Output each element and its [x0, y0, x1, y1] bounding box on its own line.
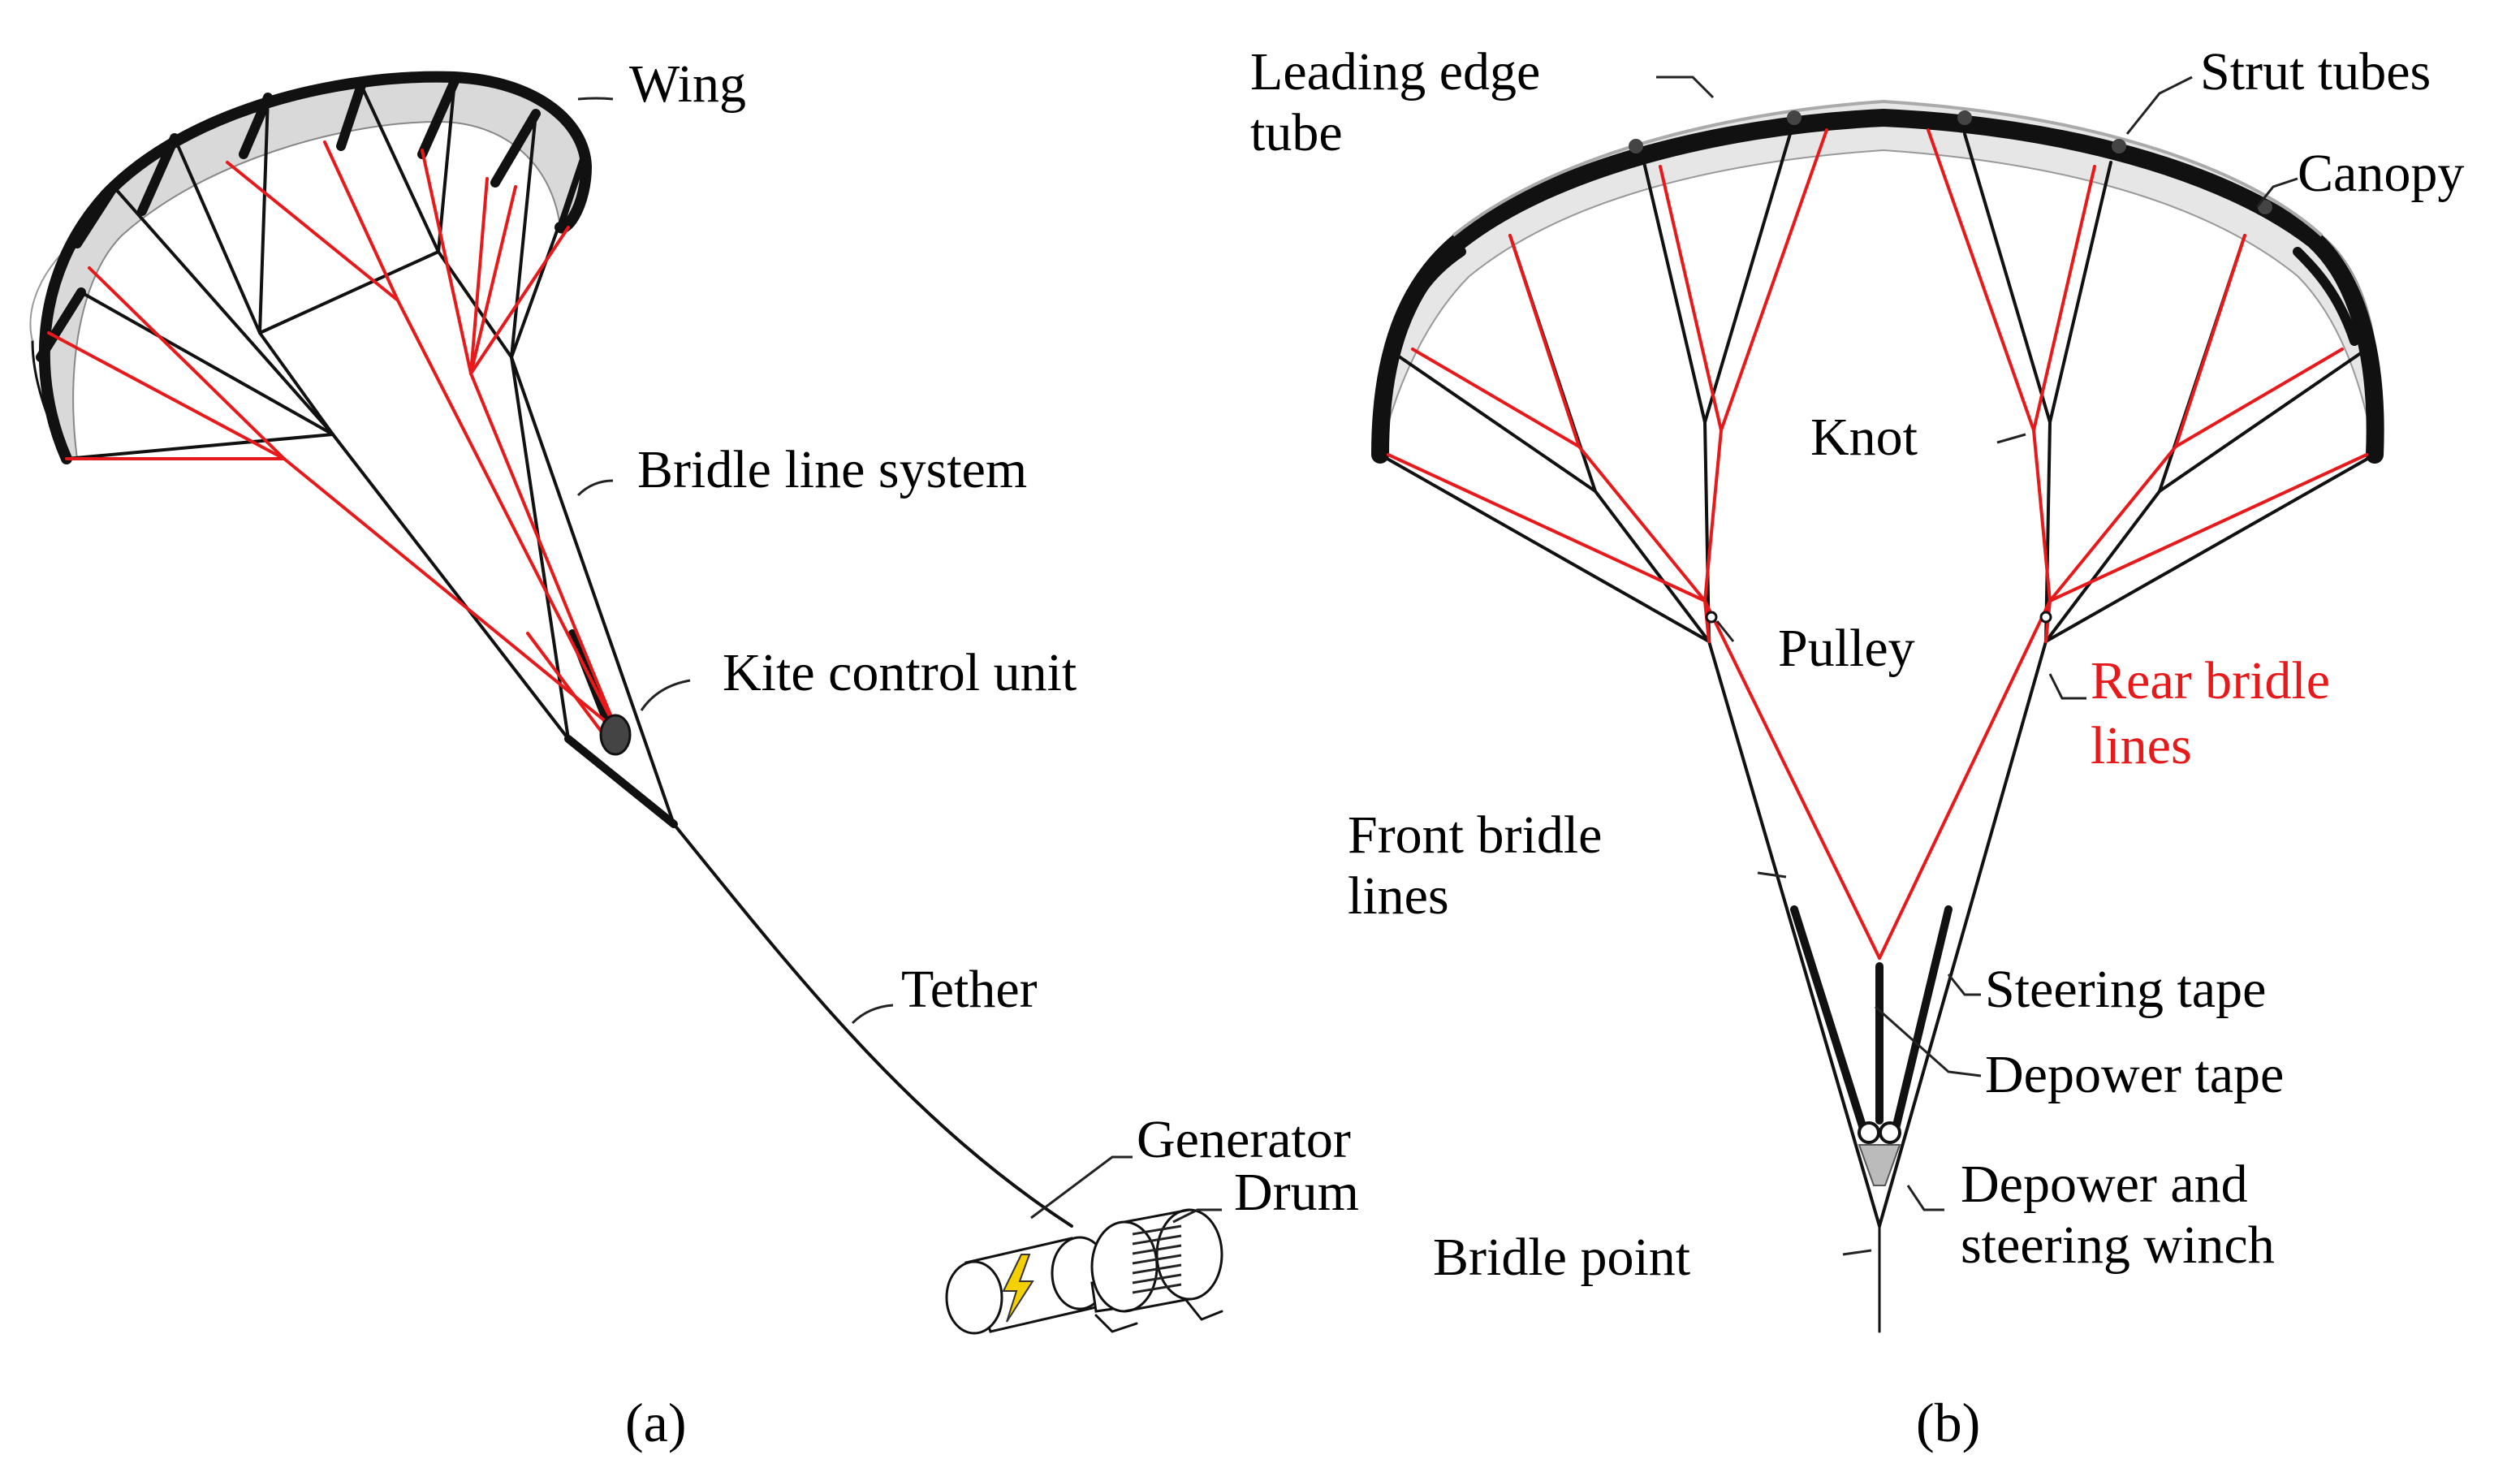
caption-a: (a): [625, 1392, 686, 1453]
label-kite-control-unit: Kite control unit: [723, 643, 1077, 702]
label-wing: Wing: [629, 54, 746, 114]
depower-steering-winch: [1858, 1121, 1901, 1186]
label-rear-bridle-lines-1: Rear bridle: [2091, 651, 2330, 710]
label-front-bridle-lines-2: lines: [1348, 866, 1449, 926]
generator: [945, 1236, 1109, 1335]
caption-b: (b): [1916, 1392, 1980, 1453]
label-rear-bridle-lines-2: lines: [2091, 716, 2192, 775]
label-leading-edge-tube-1: Leading edge: [1250, 42, 1540, 101]
panel-a: Wing Bridle line system Kite control uni…: [29, 54, 1359, 1453]
label-depower-winch-1: Depower and: [1961, 1155, 2248, 1214]
wing-b: [1371, 99, 2384, 464]
steering-tape-left: [1790, 905, 1867, 1133]
label-drum: Drum: [1234, 1163, 1359, 1222]
label-canopy: Canopy: [2298, 144, 2464, 203]
label-front-bridle-lines-1: Front bridle: [1348, 805, 1602, 865]
label-pulley: Pulley: [1778, 619, 1915, 678]
pulley-left: [1705, 611, 1718, 624]
drum: [1090, 1208, 1223, 1333]
label-bridle-point: Bridle point: [1433, 1228, 1690, 1287]
label-knot: Knot: [1810, 408, 1918, 467]
label-generator: Generator: [1137, 1110, 1351, 1169]
ground-station: [945, 1208, 1223, 1335]
kite-control-unit: [599, 714, 632, 756]
label-depower-tape: Depower tape: [1985, 1045, 2284, 1104]
label-leading-edge-tube-2: tube: [1250, 103, 1343, 162]
label-depower-winch-2: steering winch: [1961, 1215, 2275, 1275]
panel-b: Leading edge tube Strut tubes Canopy Kno…: [1250, 42, 2464, 1453]
label-bridle-line-system: Bridle line system: [637, 440, 1027, 499]
steering-tape-right: [1892, 905, 1953, 1133]
tether: [672, 823, 1073, 1228]
label-strut-tubes: Strut tubes: [2200, 42, 2431, 101]
pulley-right: [2039, 611, 2052, 624]
label-tether: Tether: [901, 960, 1038, 1019]
lightning-bolt-icon: [1002, 1254, 1034, 1323]
rear-bridle-lines: [1387, 128, 2368, 960]
label-steering-tape: Steering tape: [1985, 960, 2266, 1019]
